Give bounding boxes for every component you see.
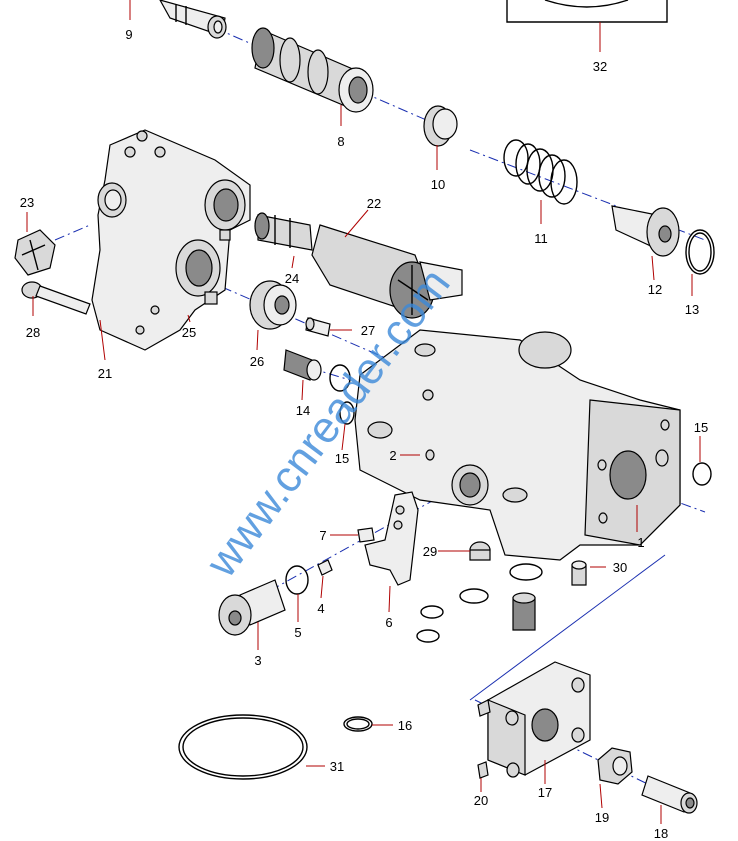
part-6-bracket xyxy=(364,491,419,586)
callout-6: 6 xyxy=(385,615,392,630)
loose-orings xyxy=(416,563,543,643)
part-24-stem xyxy=(254,212,313,251)
part-10-cap xyxy=(423,105,458,147)
callout-4: 4 xyxy=(317,601,324,616)
part-15-oring-left xyxy=(339,401,355,425)
callout-23: 23 xyxy=(20,195,34,210)
leader-lines xyxy=(26,0,701,824)
callout-28: 28 xyxy=(26,325,40,340)
callout-2: 2 xyxy=(389,448,396,463)
callout-12: 12 xyxy=(648,282,662,297)
callout-10: 10 xyxy=(431,177,445,192)
callout-29: 29 xyxy=(423,544,437,559)
part-8-spool xyxy=(251,27,374,113)
callout-22: 22 xyxy=(367,196,381,211)
part-1-main-housing xyxy=(354,329,681,561)
part-15-oring-right xyxy=(692,462,712,486)
callout-32: 32 xyxy=(593,59,607,74)
callout-1: 1 xyxy=(637,535,644,550)
callout-7: 7 xyxy=(319,528,326,543)
callout-13: 13 xyxy=(685,302,699,317)
valve-insert xyxy=(512,592,536,631)
callout-17: 17 xyxy=(538,785,552,800)
part-31-large-oring xyxy=(178,714,308,780)
callout-31: 31 xyxy=(330,759,344,774)
part-7-pin xyxy=(357,527,375,543)
callout-16: 16 xyxy=(398,718,412,733)
part-27-pin xyxy=(305,317,331,337)
part-26-nut xyxy=(249,280,297,330)
part-5-oring xyxy=(285,565,309,595)
callout-19: 19 xyxy=(595,810,609,825)
callout-14: 14 xyxy=(296,403,310,418)
callout-8: 8 xyxy=(337,134,344,149)
callout-21: 21 xyxy=(98,366,112,381)
callout-15-right: 15 xyxy=(694,420,708,435)
callout-18: 18 xyxy=(654,826,668,841)
callout-26: 26 xyxy=(250,354,264,369)
part-21-valve-block xyxy=(91,129,251,351)
callout-5: 5 xyxy=(294,625,301,640)
part-4-plug xyxy=(317,559,333,576)
callout-24: 24 xyxy=(285,271,299,286)
part-29-fitting xyxy=(469,541,491,561)
callout-11: 11 xyxy=(534,231,548,246)
part-28-bolt xyxy=(21,281,91,315)
callout-labels: 9 8 32 10 11 12 13 22 23 28 21 25 24 26 … xyxy=(20,27,708,841)
part-18-bolt xyxy=(641,775,698,814)
callout-27: 27 xyxy=(361,323,375,338)
part-14-oring xyxy=(329,364,351,392)
part-12-poppet xyxy=(611,205,680,257)
callout-3: 3 xyxy=(254,653,261,668)
part-17-cover-plate xyxy=(487,661,591,778)
part-16-oring xyxy=(343,716,373,732)
callout-25: 25 xyxy=(182,325,196,340)
part-22-solenoid xyxy=(311,224,463,319)
part-9-plunger xyxy=(159,0,227,39)
part-14-filter xyxy=(283,349,322,381)
part-13-oring xyxy=(685,229,715,275)
callout-30: 30 xyxy=(613,560,627,575)
callout-20: 20 xyxy=(474,793,488,808)
part-11-spring xyxy=(503,139,578,205)
part-19-nut xyxy=(597,747,633,785)
callout-9: 9 xyxy=(125,27,132,42)
part-3-plug xyxy=(218,579,286,636)
callout-15-left: 15 xyxy=(335,451,349,466)
part-32-cover xyxy=(506,0,668,23)
part-30-plug xyxy=(571,560,587,586)
part-20-dowel xyxy=(477,699,491,779)
part-23-plug xyxy=(14,229,56,276)
